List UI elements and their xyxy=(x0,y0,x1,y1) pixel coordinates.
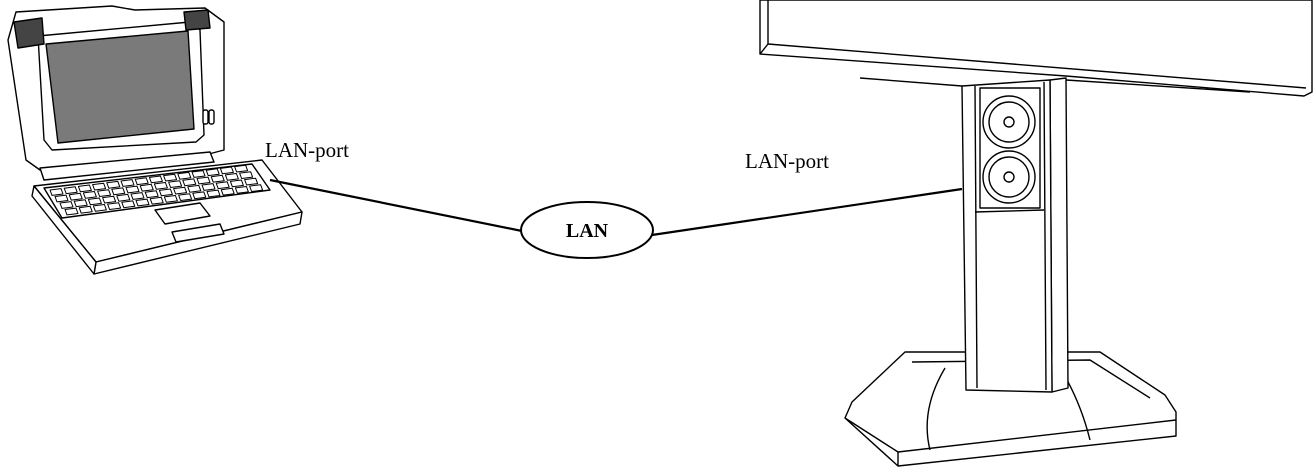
keyboard-key xyxy=(149,196,164,205)
keyboard-key xyxy=(234,186,249,194)
network-cables xyxy=(269,178,963,237)
lan-label: LAN xyxy=(566,220,609,242)
keyboard-key xyxy=(153,182,168,190)
video-system-illustration xyxy=(759,0,1313,467)
lan-ellipse xyxy=(520,201,654,259)
keyboard-key xyxy=(49,188,64,196)
keyboard-key xyxy=(220,187,235,196)
laptop-port-label: LAN-port xyxy=(265,138,349,162)
keyboard-key xyxy=(234,164,249,173)
keyboard-key xyxy=(97,189,112,197)
video-system-port-label: LAN-port xyxy=(745,149,829,173)
keyboard-key xyxy=(102,195,117,204)
keyboard-key xyxy=(144,190,159,199)
keyboard-key xyxy=(163,173,178,182)
keyboard-key xyxy=(178,193,193,201)
keyboard-key xyxy=(224,173,239,181)
laptop-speaker-right xyxy=(183,9,211,31)
keyboard-key xyxy=(59,201,74,209)
keyboard-key xyxy=(68,192,83,201)
keyboard-key xyxy=(139,183,154,192)
keyboard-key xyxy=(82,191,97,199)
keyboard-key xyxy=(78,205,93,214)
keyboard-key xyxy=(92,204,107,212)
keyboard-key xyxy=(219,166,234,175)
keyboard-key xyxy=(148,175,163,184)
keyboard-key xyxy=(206,189,221,198)
cable-laptop-to-lan xyxy=(269,178,523,233)
keyboard-key xyxy=(111,187,126,196)
laptop-screen xyxy=(45,30,195,144)
keyboard-key xyxy=(158,188,173,197)
keyboard-key xyxy=(64,207,79,216)
keyboard-key xyxy=(177,171,192,180)
keyboard-key xyxy=(239,171,254,179)
keyboard-key xyxy=(130,192,145,200)
keyboard-key xyxy=(163,195,178,203)
keyboard-key xyxy=(191,170,206,178)
keyboard-key xyxy=(182,178,197,187)
keyboard-key xyxy=(125,185,140,194)
keyboard-key xyxy=(205,168,220,177)
cable-lan-to-video-system xyxy=(651,187,963,237)
keyboard-key xyxy=(187,184,202,193)
keyboard-key xyxy=(168,180,183,188)
keyboard-key xyxy=(116,193,131,202)
laptop-speaker-left xyxy=(13,17,45,49)
keyboard-key xyxy=(73,199,88,208)
keyboard-key xyxy=(106,180,121,189)
keyboard-key xyxy=(87,197,102,206)
keyboard-key xyxy=(135,198,150,207)
laptop-touchpad xyxy=(154,202,211,225)
keyboard-key xyxy=(54,194,69,203)
keyboard-key xyxy=(121,200,136,209)
keyboard-key xyxy=(192,191,207,200)
keyboard-key xyxy=(210,174,225,183)
laptop-illustration xyxy=(7,5,303,275)
keyboard-key xyxy=(173,186,188,195)
keyboard-key xyxy=(77,184,92,193)
keyboard-key xyxy=(201,183,216,191)
keyboard-key xyxy=(244,177,259,186)
keyboard-key xyxy=(249,184,264,192)
keyboard-key xyxy=(120,179,135,187)
lan-node: LAN xyxy=(520,201,654,259)
keyboard-key xyxy=(92,182,107,191)
keyboard-key xyxy=(196,176,211,185)
keyboard-key xyxy=(134,177,149,186)
keyboard-key xyxy=(229,179,244,188)
keyboard-key xyxy=(215,181,230,190)
keyboard-key xyxy=(107,202,122,210)
keyboard-key xyxy=(63,186,78,195)
